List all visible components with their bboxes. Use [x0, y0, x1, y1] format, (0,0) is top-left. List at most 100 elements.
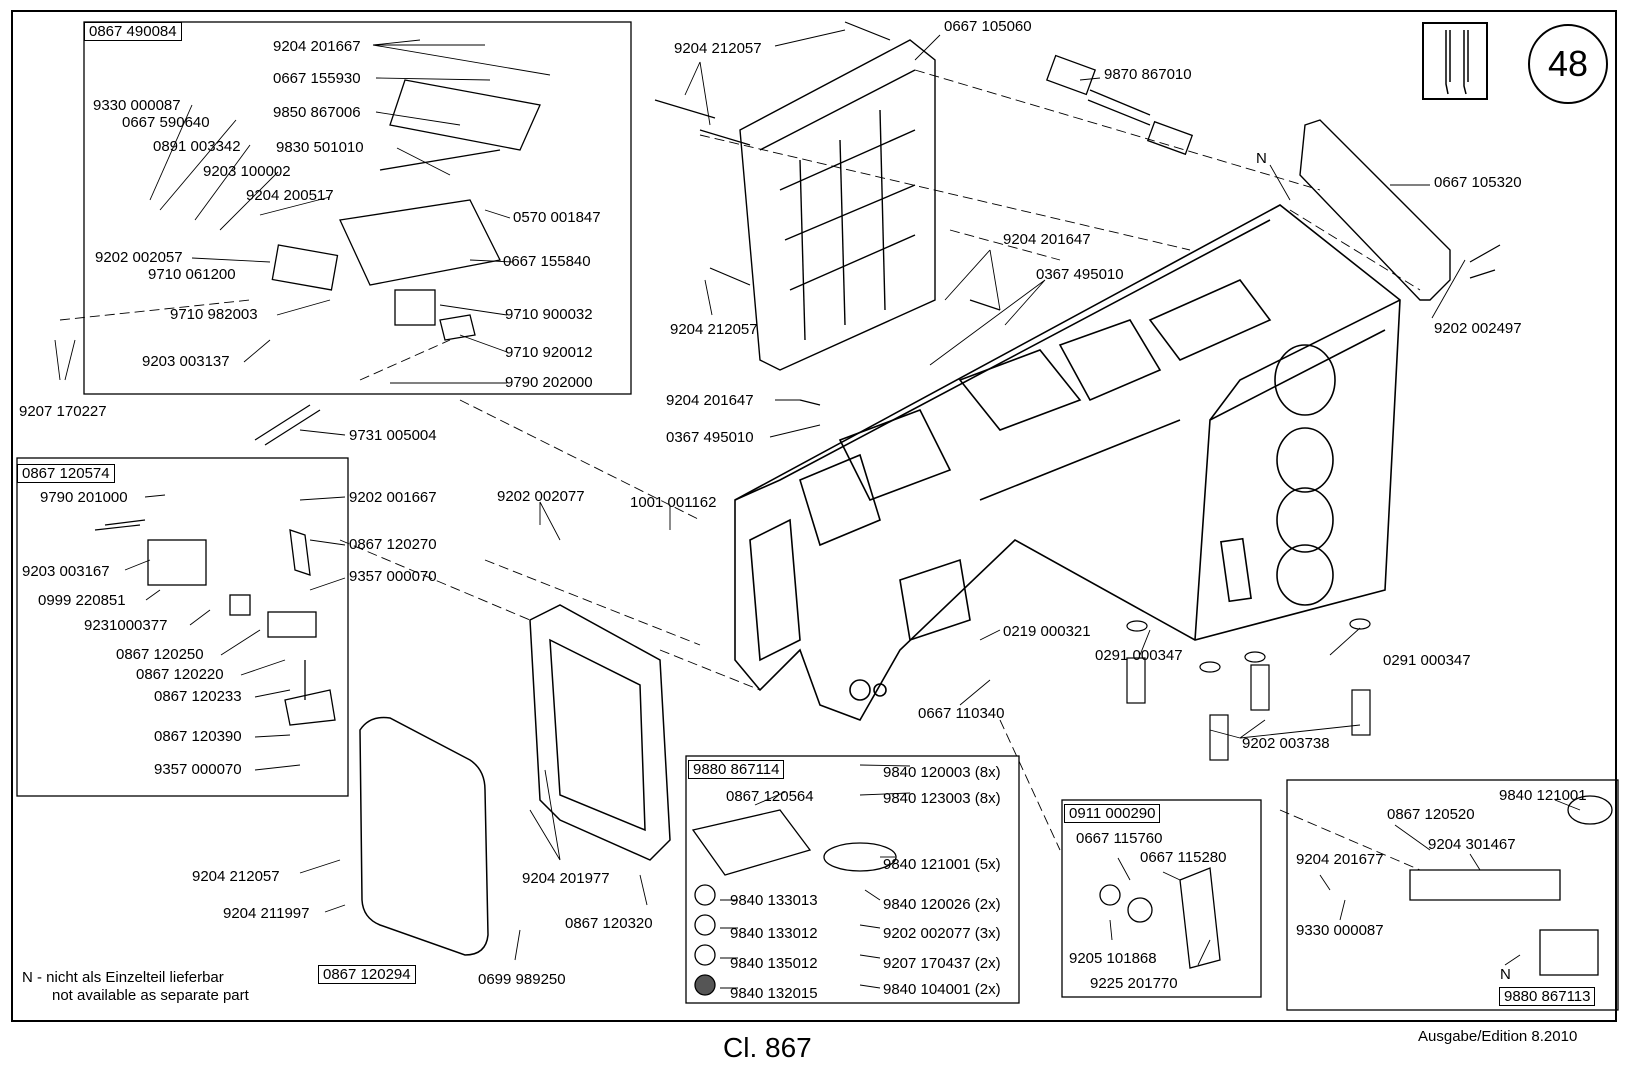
bracket-0667-105320	[1299, 119, 1451, 301]
part-label: 9204 212057	[674, 40, 762, 57]
part-label: 9357 000070	[349, 568, 437, 585]
part-label: 0367 495010	[666, 429, 754, 446]
part-label: 0891 003342	[153, 138, 241, 155]
part-label: 9840 132015	[730, 985, 818, 1002]
assembly-lines	[59, 69, 1421, 871]
part-label: 0570 001847	[513, 209, 601, 226]
part-label: 0667 115280	[1140, 849, 1227, 866]
part-label: 9840 123003 (8x)	[883, 790, 1001, 807]
part-label: 9204 200517	[246, 187, 334, 204]
part-label: 9202 001667	[349, 489, 437, 506]
part-label: 0291 000347	[1383, 652, 1471, 669]
part-label: 0667 105320	[1434, 174, 1522, 191]
model-title: Cl. 867	[723, 1032, 812, 1063]
part-label: N	[1500, 966, 1511, 983]
part-label: 1001 001162	[630, 494, 717, 511]
part-label: 0867 120250	[116, 646, 204, 663]
part-label: N	[1256, 150, 1267, 167]
assembly-label-0867-120294: 0867 120294	[318, 965, 416, 984]
valve-block-assembly	[271, 79, 541, 341]
part-label: 9710 061200	[148, 266, 236, 283]
part-label: 9870 867010	[1104, 66, 1192, 83]
subassembly-frame-4	[1061, 799, 1262, 998]
part-label: 9840 121001	[1499, 787, 1587, 804]
subassembly-frame-5	[1286, 779, 1619, 1011]
front-cover-frame	[529, 604, 671, 861]
face-cover-0867-120294	[359, 716, 489, 956]
drawing-frame	[11, 10, 1617, 1022]
part-label: 9202 002497	[1434, 320, 1522, 337]
connector-plug	[1045, 54, 1194, 156]
part-label: 9204 201977	[522, 870, 610, 887]
part-label: 0219 000321	[1003, 623, 1091, 640]
part-label: 9231000377	[84, 617, 168, 634]
part-label: 0867 120220	[136, 666, 224, 683]
assembly-label-0867-490084: 0867 490084	[84, 22, 182, 41]
part-label: 0291 000347	[1095, 647, 1183, 664]
part-label: 9840 135012	[730, 955, 818, 972]
part-label: 9204 201647	[1003, 231, 1091, 248]
note-line-1: N - nicht als Einzelteil lieferbar	[22, 969, 224, 986]
edition-label: Ausgabe/Edition 8.2010	[1418, 1028, 1578, 1045]
screw-parts	[94, 21, 1501, 761]
part-label: 9204 212057	[192, 868, 280, 885]
cover-0911-000290	[1099, 867, 1221, 969]
thread-tension-assembly	[147, 529, 336, 726]
assembly-label-0911-000290: 0911 000290	[1064, 804, 1161, 823]
part-label: 0667 155840	[503, 253, 591, 270]
part-label: 0667 115760	[1076, 830, 1163, 847]
foot-switch-9880-867113	[1409, 795, 1613, 976]
part-label: 9731 005004	[349, 427, 437, 444]
part-label: 9710 920012	[505, 344, 593, 361]
part-label: 9357 000070	[154, 761, 242, 778]
part-label: 0867 120520	[1387, 806, 1475, 823]
part-label: 9202 002077	[497, 488, 585, 505]
part-label: 9710 900032	[505, 306, 593, 323]
part-label: 9202 002077 (3x)	[883, 925, 1001, 942]
part-label: 0867 120233	[154, 688, 242, 705]
needle-icon	[1422, 22, 1488, 100]
part-label: 0667 155930	[273, 70, 361, 87]
part-label: 0867 120320	[565, 915, 653, 932]
part-label: 0867 120270	[349, 536, 437, 553]
part-label: 9840 120026 (2x)	[883, 896, 1001, 913]
part-label: 9204 212057	[670, 321, 758, 338]
part-label: 9203 100002	[203, 163, 291, 180]
page-number-circle: 48	[1528, 24, 1608, 104]
part-label: 0999 220851	[38, 592, 126, 609]
part-label: 9204 211997	[223, 905, 310, 922]
part-label: 9790 202000	[505, 374, 593, 391]
subassembly-frame-2	[16, 457, 349, 797]
part-label: 9204 201647	[666, 392, 754, 409]
assembly-label-9880-867114: 9880 867114	[688, 760, 785, 779]
part-label: 9840 104001 (2x)	[883, 981, 1001, 998]
part-label: 0367 495010	[1036, 266, 1124, 283]
part-label: 9202 002057	[95, 249, 183, 266]
part-label: 9330 000087	[1296, 922, 1384, 939]
part-label: 9710 982003	[170, 306, 258, 323]
assembly-label-9880-867113: 9880 867113	[1499, 987, 1596, 1006]
part-label: 9207 170227	[19, 403, 107, 420]
part-label: 0867 120390	[154, 728, 242, 745]
part-label: 9207 170437 (2x)	[883, 955, 1001, 972]
subassembly-frame-3	[685, 755, 1020, 1004]
rear-cover-plate	[739, 39, 936, 371]
part-label: 0667 110340	[918, 705, 1005, 722]
parts-kit-9880-867114	[691, 809, 897, 996]
part-label: 0699 989250	[478, 971, 566, 988]
leader-lines	[54, 29, 1581, 989]
note-line-2: not available as separate part	[52, 987, 249, 1004]
part-label: 9840 133012	[730, 925, 818, 942]
part-label: 9330 000087	[93, 97, 181, 114]
part-label: 0667 105060	[944, 18, 1032, 35]
part-label: 9850 867006	[273, 104, 361, 121]
part-label: 9790 201000	[40, 489, 128, 506]
part-label: 9840 121001 (5x)	[883, 856, 1001, 873]
subassembly-frame-1	[83, 21, 632, 395]
part-label: 9830 501010	[276, 139, 364, 156]
part-label: 9204 201677	[1296, 851, 1384, 868]
assembly-label-0867-120574: 0867 120574	[17, 464, 115, 483]
part-label: 9225 201770	[1090, 975, 1178, 992]
part-label: 9203 003137	[142, 353, 230, 370]
